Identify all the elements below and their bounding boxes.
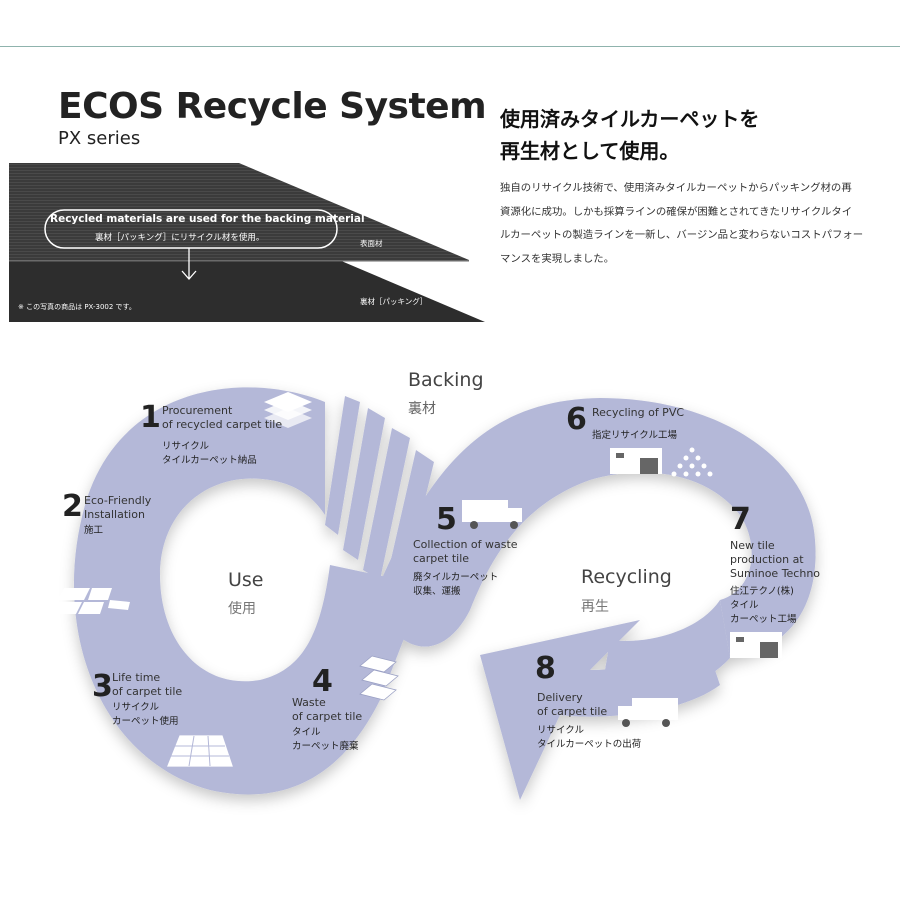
step-label-jp: リサイクルタイルカーペット納品 xyxy=(162,441,257,466)
headline-line: 再生材として使用。 xyxy=(500,139,680,163)
step-label-jp: 住江テクノ(株)タイルカーペット工場 xyxy=(730,586,797,625)
label-backing: 裏材［パッキング］ xyxy=(360,297,428,306)
body-line: ルカーペットの製造ラインを一新し、バージン品と変わらないコストパフォー xyxy=(500,229,864,241)
photo-caption-en: Recycled materials are used for the back… xyxy=(50,213,365,225)
zone-use-jp: 使用 xyxy=(228,601,256,617)
carpet-photo xyxy=(9,163,485,322)
step-label-jp: 施工 xyxy=(84,525,104,536)
intro-body: 独自のリサイクル技術で、使用済みタイルカーペットからパッキング材の再 資源化に成… xyxy=(500,177,885,271)
tiled-floor-icon xyxy=(167,735,233,767)
truck-icon xyxy=(462,500,522,529)
body-line: 資源化に成功。しかも採算ラインの確保が困難とされてきたリサイクルタイ xyxy=(500,205,853,218)
zone-recycling-jp: 再生 xyxy=(581,599,609,615)
step-label-jp: 指定リサイクル工場 xyxy=(592,430,678,441)
laying-tiles-icon xyxy=(50,588,130,614)
particles-icon xyxy=(671,447,713,477)
step-number: 3 xyxy=(92,669,113,704)
caption-outline xyxy=(44,209,338,249)
photo-note: ※ この写真の商品は PX-3002 です。 xyxy=(18,303,136,311)
step-number: 8 xyxy=(535,651,556,686)
zone-backing-jp: 裏材 xyxy=(408,401,436,417)
recycle-cycle-diagram xyxy=(50,387,816,800)
infinity-band xyxy=(73,387,816,800)
step-label-jp: リサイクルタイルカーペットの出荷 xyxy=(537,725,642,750)
zone-recycling-en: Recycling xyxy=(581,566,672,588)
body-line: 独自のリサイクル技術で、使用済みタイルカーペットからパッキング材の再 xyxy=(500,182,852,194)
headline-line: 使用済みタイルカーペットを xyxy=(500,107,760,131)
step-number: 2 xyxy=(62,489,83,524)
step-number: 4 xyxy=(312,664,333,699)
body-line: マンスを実現しました。 xyxy=(500,252,615,265)
page-title: ECOS Recycle System xyxy=(58,86,487,127)
photo-caption-jp: 裏材［パッキング］にリサイクル材を使用。 xyxy=(95,233,265,243)
surface-layer xyxy=(9,163,469,260)
zone-use-en: Use xyxy=(228,569,264,591)
truck-icon xyxy=(618,698,678,727)
step-number: 6 xyxy=(566,402,587,437)
top-divider xyxy=(0,46,900,47)
intro-headline: 使用済みタイルカーペットを 再生材として使用。 xyxy=(500,103,759,167)
label-surface: 表面材 xyxy=(360,239,383,248)
zone-backing-en: Backing xyxy=(408,369,484,391)
backing-layer xyxy=(9,260,485,322)
waste-tiles-icon xyxy=(359,655,399,701)
step-number: 5 xyxy=(436,502,457,537)
stacked-tiles-icon xyxy=(264,392,312,428)
step-label-en: Recycling of PVC xyxy=(592,406,685,419)
step-label-jp: タイルカーペット廃棄 xyxy=(292,727,359,752)
step-number: 1 xyxy=(140,400,161,435)
step-label-jp: リサイクルカーペット使用 xyxy=(112,702,179,727)
step-number: 7 xyxy=(730,502,751,537)
step-label-jp: 廃タイルカーペット収集、運搬 xyxy=(413,572,499,597)
page-subtitle: PX series xyxy=(58,128,141,149)
